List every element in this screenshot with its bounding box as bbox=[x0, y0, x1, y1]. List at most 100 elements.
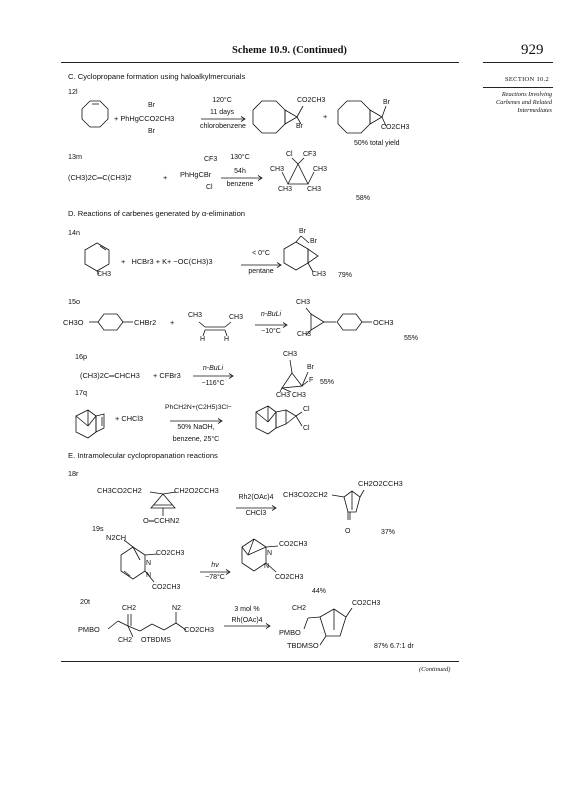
product-18-right: CH2O2CCH3 bbox=[358, 479, 403, 488]
product-16-me-top: CH3 bbox=[283, 351, 298, 358]
substrate-20-ch2-top: CH2 bbox=[122, 605, 137, 612]
substrate-19-n2: N bbox=[146, 572, 152, 579]
cond-13-solvent: benzene bbox=[226, 181, 254, 188]
cond-12-temp: 120°C bbox=[212, 97, 232, 104]
arrow-head-15 bbox=[282, 322, 288, 328]
reagent-13: PhHgCBr bbox=[180, 170, 212, 179]
substrate-18-right: CH2O2CCH3 bbox=[174, 486, 219, 495]
reagent-13-cf3: CF3 bbox=[204, 156, 218, 163]
entry-label-19: 19s bbox=[92, 524, 104, 533]
product-14-me: CH3 bbox=[312, 271, 327, 278]
substrate-15-chbr2: CHBr2 bbox=[134, 318, 157, 327]
anisyl-ring bbox=[97, 313, 124, 331]
product-12b-cyclopropane bbox=[369, 109, 383, 125]
entry-label-17: 17q bbox=[75, 388, 87, 397]
reagent-12-br-top: Br bbox=[148, 102, 155, 109]
product-20-bicycle bbox=[319, 608, 347, 637]
substrate-19-diazo: N2CH bbox=[106, 533, 127, 542]
plus-12: + bbox=[323, 112, 328, 121]
sidebar-rule bbox=[483, 87, 553, 88]
yield-15: 55% bbox=[404, 335, 419, 342]
product-14-br1: Br bbox=[299, 228, 306, 235]
section-e-title: E. Intramolecular cyclopropanation react… bbox=[68, 451, 218, 460]
product-19-n2: N bbox=[264, 563, 270, 570]
reagent-16: + CFBr3 bbox=[153, 371, 181, 380]
sidebar-rule-top bbox=[483, 62, 553, 63]
substrate-14-me: CH3 bbox=[97, 271, 112, 278]
product-20-ester: CO2CH3 bbox=[352, 600, 381, 607]
yield-16: 55% bbox=[320, 379, 335, 386]
arrow-head-17 bbox=[217, 418, 223, 424]
product-12b-ring bbox=[337, 100, 371, 134]
scheme-title: Scheme 10.9. (Continued) bbox=[232, 45, 347, 56]
section-c-title: C. Cyclopropane formation using haloalky… bbox=[68, 72, 246, 81]
cyclopropene-18 bbox=[150, 493, 176, 509]
reagent-13-cl: Cl bbox=[206, 184, 213, 191]
arrow-head-18 bbox=[271, 505, 277, 511]
product-14-br2: Br bbox=[310, 238, 317, 245]
substrate-15-ome: CH3O bbox=[63, 318, 84, 327]
cond-18-solvent: CHCl3 bbox=[245, 510, 267, 517]
product-12a-cyclopropane bbox=[284, 109, 298, 125]
alkene-15-me-left: CH3 bbox=[188, 312, 203, 319]
entry-label-15: 15o bbox=[68, 297, 80, 306]
product-15-me-bottom: CH3 bbox=[297, 331, 312, 338]
reagent-12: + PhHgCCO2CH3 bbox=[114, 114, 175, 123]
cyclooctene-ring bbox=[81, 100, 109, 128]
plus-15: + bbox=[170, 318, 175, 327]
cond-14-solvent: pentane bbox=[248, 268, 274, 275]
product-19-ester1: CO2CH3 bbox=[279, 541, 308, 548]
cond-16-base: n-BuLi bbox=[202, 365, 224, 372]
alkene-15-h-right: H bbox=[224, 336, 230, 343]
bicyclic-19-product bbox=[241, 538, 267, 572]
product-13-me-bl: CH3 bbox=[278, 186, 293, 193]
cond-20-loading: 3 mol % bbox=[234, 606, 260, 613]
substrate-20-ch2-bottom: CH2 bbox=[118, 637, 133, 644]
cond-17-solvent: benzene, 25°C bbox=[172, 436, 220, 443]
product-12b-ester-bond bbox=[381, 116, 387, 127]
cond-13-time: 54h bbox=[234, 168, 246, 175]
product-15-ring bbox=[336, 313, 363, 331]
substrate-18-diazo: O═CCHN2 bbox=[143, 516, 180, 525]
page-number: 929 bbox=[521, 42, 544, 58]
product-17-cl2: Cl bbox=[303, 425, 310, 432]
bicyclic-19-sub bbox=[120, 546, 146, 580]
cond-16-temp: −116°C bbox=[201, 380, 225, 387]
cond-14-temp: < 0°C bbox=[252, 250, 270, 257]
cond-13-temp: 130°C bbox=[230, 154, 250, 161]
product-20-ch2: CH2 bbox=[292, 605, 307, 612]
arrow-head-13 bbox=[257, 175, 263, 181]
substrate-19-n1: N bbox=[146, 560, 152, 567]
cond-18-catalyst: Rh2(OAc)4 bbox=[238, 494, 274, 501]
entry-label-20: 20t bbox=[80, 597, 90, 606]
arrow-head-16 bbox=[228, 373, 234, 379]
reagent-12-br-bottom: Br bbox=[148, 128, 155, 135]
product-12a-br-bond bbox=[296, 116, 302, 125]
entry-label-12: 12l bbox=[68, 87, 78, 96]
alkene-15-me-right: CH3 bbox=[229, 314, 244, 321]
yield-20: 87% 6.7:1 dr bbox=[374, 643, 414, 650]
product-12b-ester: CO2CH3 bbox=[381, 124, 410, 131]
product-13-me-right: CH3 bbox=[313, 166, 328, 173]
substrate-16: (CH3)2C═CHCH3 bbox=[80, 371, 140, 380]
product-15-me-top: CH3 bbox=[296, 299, 311, 306]
yield-12: 50% total yield bbox=[354, 140, 400, 147]
arrow-head-12 bbox=[240, 116, 246, 122]
cond-17-catalyst: PhCH2N+(C2H5)3Cl− bbox=[165, 404, 232, 411]
plus-13: + bbox=[163, 173, 168, 182]
product-18-oxygen: O bbox=[345, 528, 351, 535]
product-18-cage bbox=[343, 490, 361, 513]
yield-18: 37% bbox=[381, 529, 396, 536]
product-14-cyclopropane bbox=[307, 248, 319, 264]
continued-note: (Continued) bbox=[419, 666, 451, 673]
alkene-15-h-left: H bbox=[200, 336, 206, 343]
product-14-ring bbox=[283, 241, 309, 271]
reagent-17: + CHCl3 bbox=[115, 414, 144, 423]
substrate-20-n2: N2 bbox=[172, 605, 181, 612]
product-20-pmbo: PMBO bbox=[279, 628, 301, 637]
substrate-13: (CH3)2C═C(CH3)2 bbox=[68, 173, 132, 182]
product-13-me-left: CH3 bbox=[270, 166, 285, 173]
yield-19: 44% bbox=[312, 588, 327, 595]
product-13-cl: Cl bbox=[286, 151, 293, 158]
